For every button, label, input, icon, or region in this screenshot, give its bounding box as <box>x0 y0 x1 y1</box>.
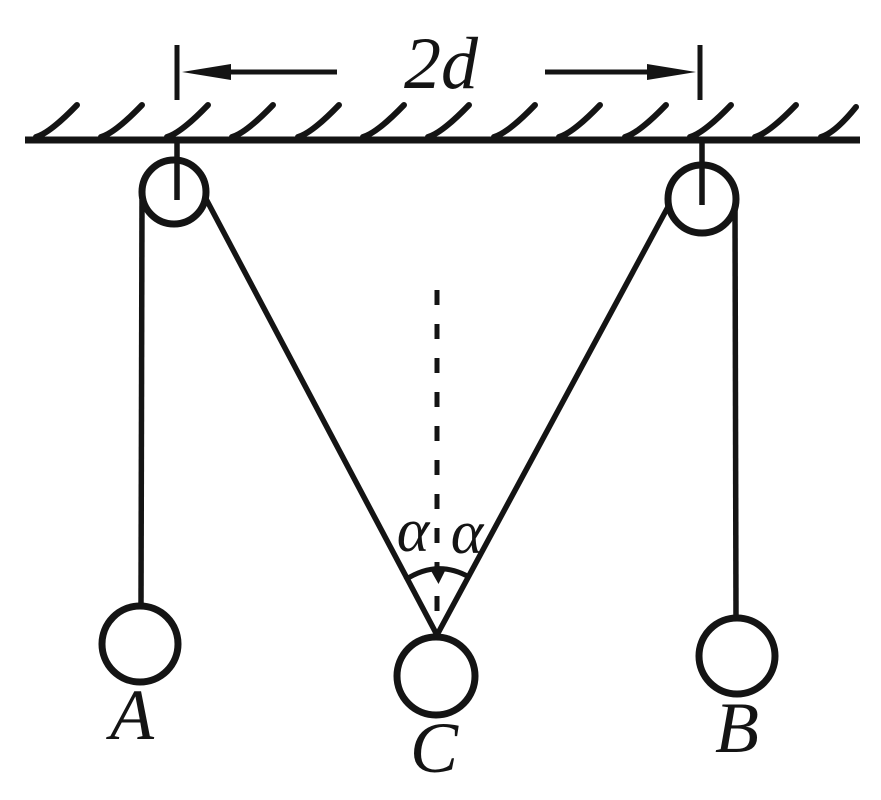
ball-b <box>695 614 779 698</box>
dimension-arrow-left <box>182 64 337 80</box>
string-to-mass-a <box>138 199 145 608</box>
mass-label-c: C <box>410 708 459 788</box>
pulley-left <box>138 156 210 228</box>
mass-label-a: A <box>106 675 155 755</box>
ball-c <box>393 633 479 719</box>
angle-arc <box>403 566 471 583</box>
angle-label-left: α <box>397 497 431 565</box>
angle-label-right: α <box>451 499 485 567</box>
string-right-pulley-to-c <box>434 203 672 637</box>
mass-label-b: B <box>715 688 759 768</box>
dimension-label: 2d <box>404 23 479 105</box>
dimension-arrow-right <box>545 64 696 80</box>
ceiling-hatching <box>33 102 859 140</box>
ball-a <box>98 602 182 686</box>
string-to-mass-b <box>732 203 739 620</box>
angle-arc-arrowhead <box>430 569 446 584</box>
string-left-pulley-to-c <box>202 195 440 637</box>
